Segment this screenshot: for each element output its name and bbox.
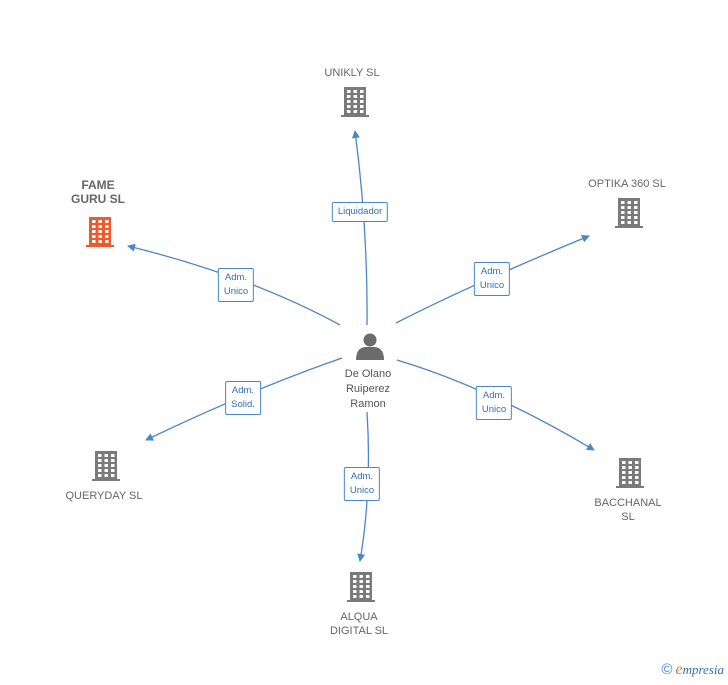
relation-label-queryday: Adm. Solid. xyxy=(225,381,261,415)
brand-logo-e: e xyxy=(675,661,683,678)
building-icon-alqua[interactable] xyxy=(347,572,375,602)
icons xyxy=(86,87,644,602)
relation-label-optika: Adm. Unico xyxy=(473,262,511,296)
company-name-bacchanal[interactable]: BACCHANAL SL xyxy=(594,497,662,523)
relation-label-unikly: Liquidador xyxy=(331,202,389,222)
edge-unikly xyxy=(351,130,368,326)
relation-label-bacchanal: Adm. Unico xyxy=(475,386,513,420)
company-name-unikly[interactable]: UNIKLY SL xyxy=(324,67,380,79)
relation-label-fame: Adm. Unico xyxy=(217,268,255,302)
company-name-fame[interactable]: FAME GURU SL xyxy=(71,178,125,206)
building-icon-fame[interactable] xyxy=(86,217,114,247)
company-name-optika[interactable]: OPTIKA 360 SL xyxy=(588,178,666,190)
building-icon-unikly[interactable] xyxy=(341,87,369,117)
building-icon-queryday[interactable] xyxy=(92,451,120,481)
brand-logo-text: mpresia xyxy=(682,662,724,677)
company-name-alqua[interactable]: ALQUA DIGITAL SL xyxy=(329,611,389,637)
copyright-icon: © xyxy=(661,661,673,678)
relation-label-alqua: Adm. Unico xyxy=(343,467,381,501)
footer-brand: ©empresia xyxy=(661,661,724,679)
center-person-name[interactable]: De Olano Ruiperez Ramon xyxy=(344,368,392,410)
company-name-queryday[interactable]: QUERYDAY SL xyxy=(65,490,143,502)
building-icon-optika[interactable] xyxy=(615,198,643,228)
person-icon[interactable] xyxy=(356,333,384,361)
building-icon-bacchanal[interactable] xyxy=(616,458,644,488)
